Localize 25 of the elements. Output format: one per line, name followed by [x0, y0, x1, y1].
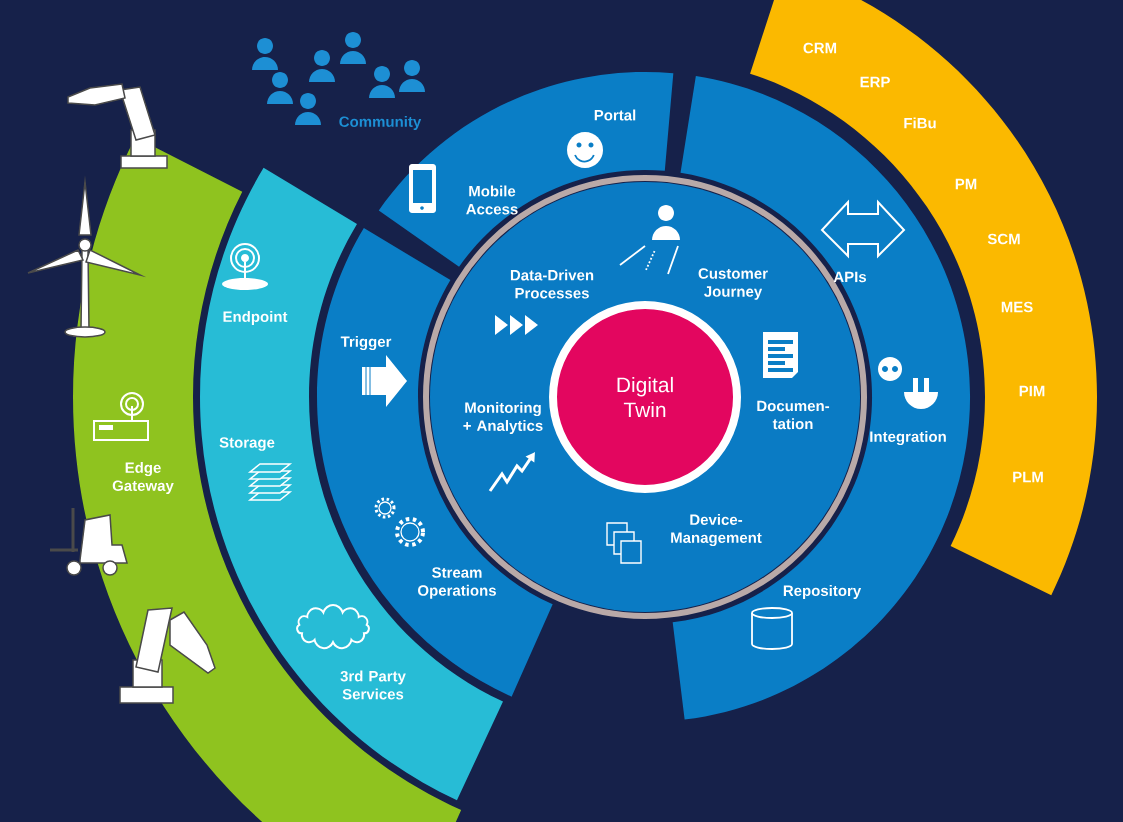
band-label: ERP: [860, 76, 890, 88]
band-label: Trigger: [340, 335, 392, 350]
band-label: Integration: [870, 430, 946, 445]
band-label: MES: [1001, 301, 1033, 313]
band-label: SCM: [987, 233, 1020, 245]
band-label: Endpoint: [223, 311, 288, 325]
band-label: PIM: [1019, 385, 1045, 397]
band-label: Mobile Access: [466, 185, 518, 215]
band-label: Portal: [594, 109, 636, 121]
band-label: PM: [955, 178, 977, 190]
band-label: Customer Journey: [698, 268, 768, 300]
band-label: APIs: [833, 271, 867, 283]
band-label: Device- Management: [671, 513, 762, 547]
band-label: CRM: [803, 42, 837, 54]
band-label: Repository: [783, 585, 862, 599]
band-label: Community: [339, 116, 422, 130]
band-label: Stream Operations: [418, 567, 496, 599]
band-label: PLM: [1013, 471, 1043, 483]
band-label: 3rd Party Services: [340, 670, 406, 700]
band-label: Storage: [219, 437, 275, 451]
band-label: Documen- tation: [757, 400, 830, 430]
band-label: Data-Driven Processes: [510, 269, 594, 299]
band-label: FiBu: [904, 117, 936, 129]
band-label: Edge Gateway: [112, 462, 174, 494]
band-label: Monitoring + Analytics: [463, 402, 543, 434]
